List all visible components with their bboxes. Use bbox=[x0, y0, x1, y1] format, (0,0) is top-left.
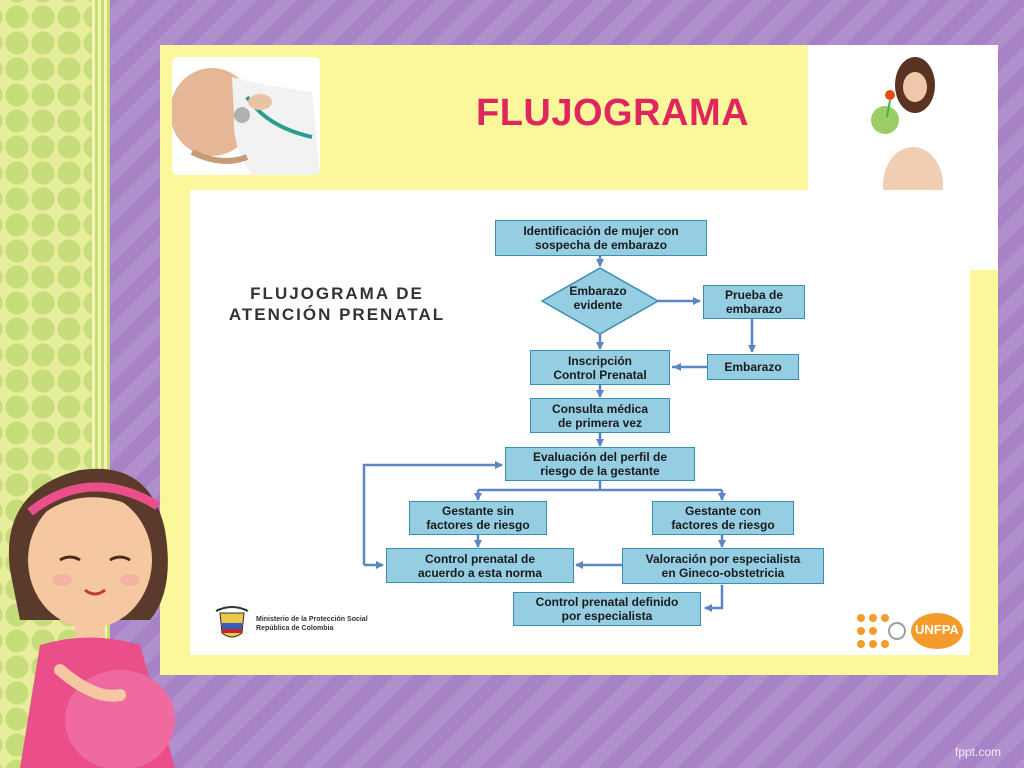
box-text: Control prenatal definido bbox=[535, 595, 679, 609]
doctor-stethoscope-image bbox=[172, 57, 320, 175]
ministry-line: Ministerio de la Protección Social bbox=[256, 616, 368, 623]
ministry-line: República de Colombia bbox=[256, 625, 334, 632]
box-text: Embarazo bbox=[724, 360, 782, 374]
box-text: Gestante sin bbox=[441, 504, 515, 518]
box-text: Control Prenatal bbox=[553, 367, 647, 382]
diagram-title: FLUJOGRAMA DE ATENCIÓN PRENATAL bbox=[212, 283, 462, 325]
decision-label: Embarazo evidente bbox=[553, 284, 643, 312]
box-text: Gestante con bbox=[684, 504, 762, 518]
watermark: fppt.com bbox=[955, 745, 1002, 759]
box-text: Evaluación del perfil de bbox=[532, 450, 668, 464]
diagram-title-line-1: FLUJOGRAMA DE bbox=[250, 284, 424, 303]
box-text: por especialista bbox=[561, 609, 653, 623]
coat-of-arms-icon bbox=[215, 606, 249, 638]
box-text: factores de riesgo bbox=[426, 518, 530, 532]
box-text: Prueba de bbox=[724, 288, 784, 302]
box-text: acuerdo a esta norma bbox=[417, 565, 543, 580]
box-pregnancy: Embarazo bbox=[707, 354, 799, 380]
box-text: en Gineco-obstetricia bbox=[661, 566, 785, 580]
box-text: Valoración por especialista bbox=[645, 552, 801, 566]
box-text: riesgo de la gestante bbox=[540, 464, 660, 478]
ministry-text: Ministerio de la Protección Social Repúb… bbox=[256, 615, 368, 633]
unfpa-text: UNFPA bbox=[915, 622, 959, 637]
box-text: Consulta médica bbox=[551, 401, 649, 416]
box-text: factores de riesgo bbox=[671, 518, 775, 532]
box-text: de primera vez bbox=[557, 415, 643, 430]
box-text: sospecha de embarazo bbox=[534, 238, 668, 252]
decision-text: evidente bbox=[573, 298, 623, 312]
box-text: Inscripción bbox=[567, 353, 632, 368]
box-text: Identificación de mujer con bbox=[523, 224, 679, 238]
decision-text: Embarazo bbox=[569, 284, 627, 298]
box-text: embarazo bbox=[725, 302, 783, 316]
diagram-title-line-2: ATENCIÓN PRENATAL bbox=[228, 305, 446, 324]
slide-title: FLUJOGRAMA bbox=[476, 92, 750, 134]
box-text: Control prenatal de bbox=[424, 551, 535, 566]
cartoon-pregnant-woman bbox=[8, 468, 175, 768]
unfpa-logo: UNFPA bbox=[855, 610, 965, 652]
ministry-logo: Ministerio de la Protección Social Repúb… bbox=[212, 605, 412, 645]
